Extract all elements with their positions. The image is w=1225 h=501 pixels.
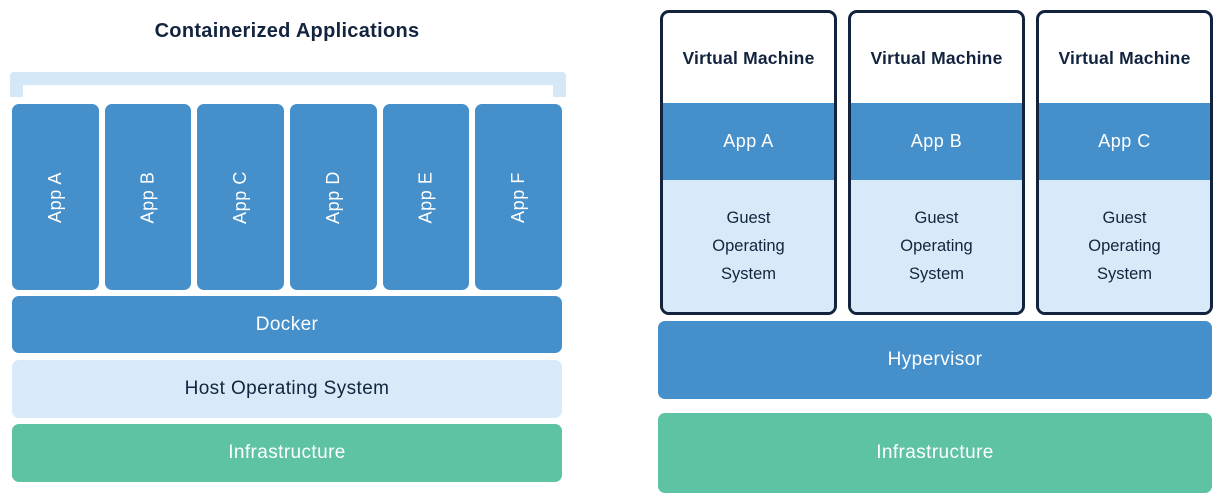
vm-3-guest-os-section: Guest Operating System: [1039, 180, 1210, 312]
vm-1-guest-os-section: Guest Operating System: [663, 180, 834, 312]
container-app-f: App F: [475, 104, 563, 290]
vm-card-3: Virtual Machine App C Guest Operating Sy…: [1036, 10, 1213, 315]
docker-layer: Docker: [12, 296, 562, 353]
vm-1-app-section: App A: [663, 103, 834, 180]
infrastructure-layer-left: Infrastructure: [12, 424, 562, 482]
infrastructure-layer-right: Infrastructure: [658, 413, 1212, 493]
vm-card-2: Virtual Machine App B Guest Operating Sy…: [848, 10, 1025, 315]
hypervisor-layer: Hypervisor: [658, 321, 1212, 399]
container-app-a-label: App A: [44, 171, 65, 223]
vm-3-app-section: App C: [1039, 103, 1210, 180]
container-app-c: App C: [197, 104, 285, 290]
vm-2-guest-os-section: Guest Operating System: [851, 180, 1022, 312]
container-app-d: App D: [290, 104, 377, 290]
container-app-b-label: App B: [137, 170, 158, 224]
vm-1-guest-os-label: Guest Operating System: [712, 209, 785, 283]
vm-3-title: Virtual Machine: [1058, 47, 1191, 68]
vm-row: Virtual Machine App A Guest Operating Sy…: [660, 10, 1213, 315]
vm-2-app-section: App B: [851, 103, 1022, 180]
container-app-e: App E: [382, 104, 470, 290]
vm-card-1: Virtual Machine App A Guest Operating Sy…: [660, 10, 837, 315]
container-app-e-label: App E: [415, 170, 436, 224]
vm-2-title: Virtual Machine: [870, 47, 1003, 68]
containerized-apps-title: Containerized Applications: [154, 20, 420, 42]
container-app-d-label: App D: [322, 170, 343, 224]
host-os-layer: Host Operating System: [12, 360, 562, 418]
container-apps-row: App A App B App C App D App E App F: [12, 104, 563, 290]
container-app-c-label: App C: [230, 170, 251, 224]
container-app-f-label: App F: [508, 171, 529, 223]
container-app-a: App A: [12, 104, 99, 290]
container-app-b: App B: [104, 104, 192, 290]
vm-3-guest-os-label: Guest Operating System: [1088, 209, 1161, 283]
container-group-bracket: [10, 72, 566, 97]
vm-1-title: Virtual Machine: [682, 47, 815, 68]
vm-2-guest-os-label: Guest Operating System: [900, 209, 973, 283]
